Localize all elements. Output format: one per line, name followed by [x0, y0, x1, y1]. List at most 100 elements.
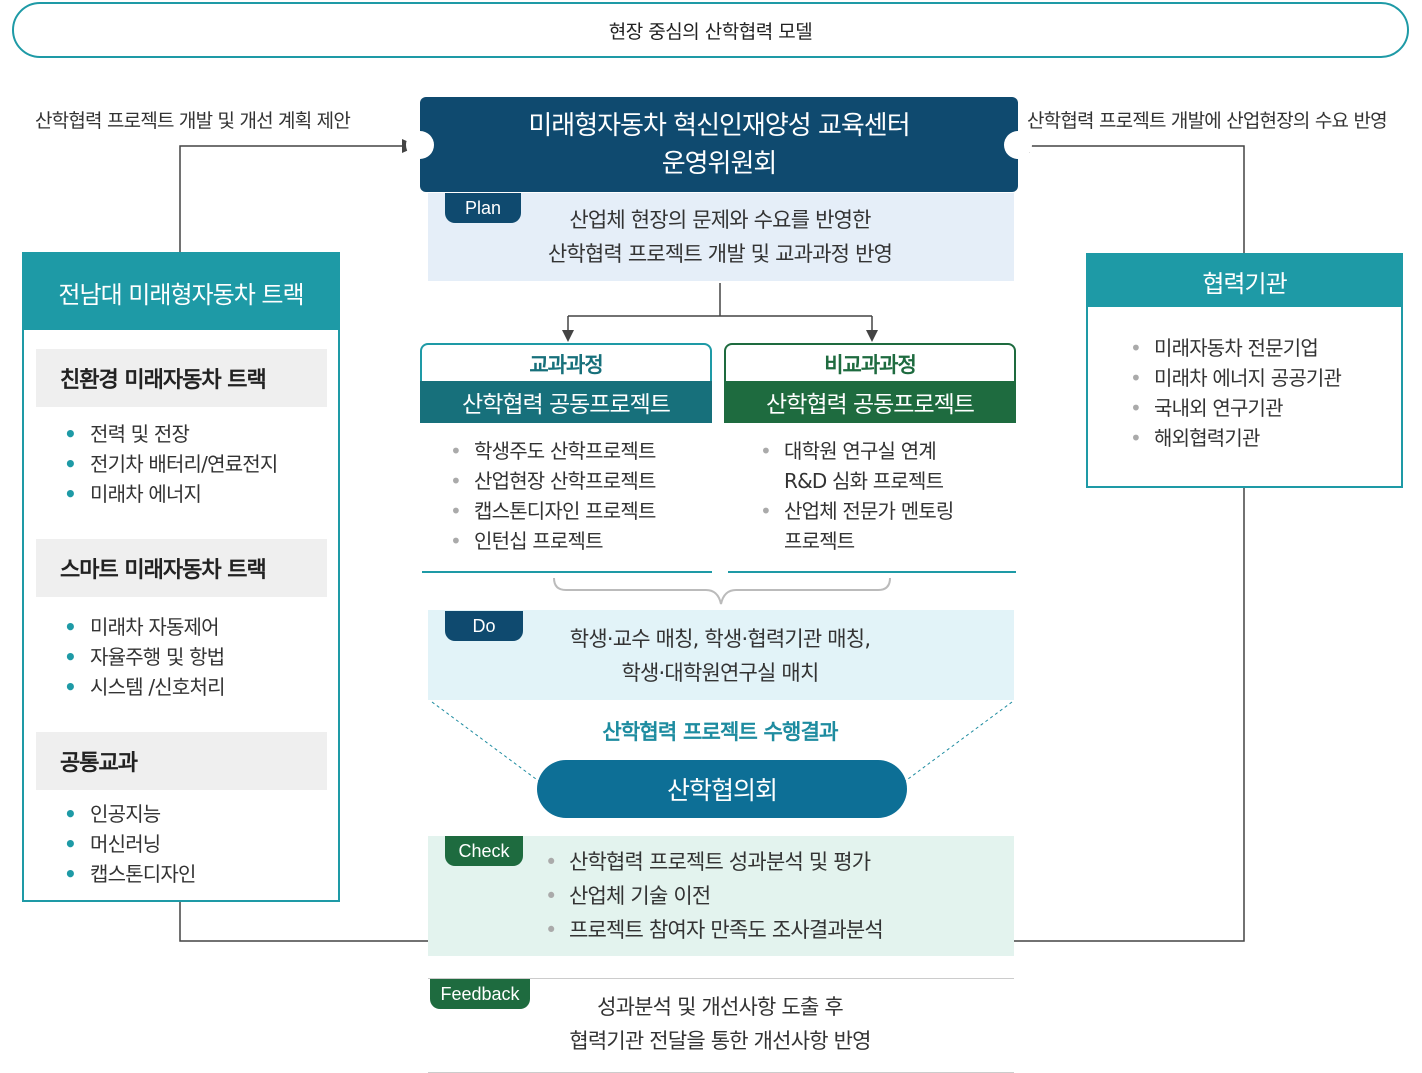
check-list: • 산학협력 프로젝트 성과분석 및 평가 • 산업체 기술 이전 • 프로젝트 참여… — [545, 845, 995, 947]
partner-list: • 미래자동차 전문기업 • 미래차 에너지 공공기관 • 국내외 연구기관 • 해외협… — [1130, 333, 1342, 453]
arrow-to-course-left — [562, 330, 574, 342]
list-item: •전력 및 전장 — [64, 419, 278, 449]
list-item: • 인공지능 — [64, 799, 196, 829]
course-head-extracurricular: 비교과과정 — [724, 343, 1016, 383]
list-item-label: 산업체 기술 이전 — [569, 884, 711, 908]
bullet-icon: • — [64, 422, 77, 446]
list-item: •학생주도 산학프로젝트 — [450, 436, 710, 466]
bullet-icon: • — [545, 850, 557, 874]
committee-right-notch — [1004, 131, 1032, 159]
list-item: • 산업체 기술 이전 — [545, 879, 995, 913]
list-item-label: 미래차 자동제어 — [90, 615, 220, 639]
track-list-smart: • 미래차 자동제어 •자율주행 및 항법 • 시스템 /신호처리 — [64, 612, 226, 702]
funnel-right-dash — [903, 701, 1013, 783]
course-head-curricular: 교과과정 — [420, 343, 712, 383]
plan-line1: 산업체 현장의 문제와 수요를 반영한 — [569, 208, 871, 232]
list-item: • 미래자동차 전문기업 — [1130, 333, 1341, 363]
feedback-line1: 성과분석 및 개선사항 도출 후 — [597, 995, 844, 1019]
list-item: • 대학원 연구실 연계 R&D 심화 프로젝트 — [760, 436, 1010, 496]
do-tag: Do — [445, 611, 523, 641]
plan-section — [428, 193, 1014, 281]
do-line1: 학생·교수 매칭, 학생·협력기관 매칭, — [569, 627, 871, 651]
left-panel-header: 전남대 미래형자동차 트랙 — [24, 254, 338, 330]
course-bar-curricular: 산학협력 공동프로젝트 — [420, 381, 712, 423]
bullet-icon: • — [64, 452, 77, 476]
list-item: •인턴십 프로젝트 — [450, 526, 710, 556]
list-item: • 시스템 /신호처리 — [64, 672, 226, 702]
list-item-label: 해외협력기관 — [1154, 426, 1260, 450]
bullet-icon: • — [1130, 396, 1142, 420]
left-track-panel: 전남대 미래형자동차 트랙 친환경 미래자동차 트랙 •전력 및 전장 •전기차… — [22, 252, 340, 902]
bullet-icon: • — [64, 645, 77, 669]
merge-brace — [553, 577, 891, 605]
list-item-label: R&D 심화 프로젝트 — [784, 469, 944, 493]
list-item-label: 대학원 연구실 연계 — [784, 439, 937, 463]
list-item-label: 시스템 /신호처리 — [90, 675, 226, 699]
list-item-label: 산업현장 산학프로젝트 — [474, 469, 656, 493]
bullet-icon: • — [760, 439, 772, 463]
funnel-left-dash — [431, 701, 541, 783]
left-loop-bottom-line — [179, 902, 428, 942]
committee-line1: 미래형자동차 혁신인재양성 교육센터 — [528, 110, 910, 141]
council-pill: 산학협의회 — [537, 760, 907, 818]
list-item-label: 인공지능 — [90, 802, 161, 826]
partner-panel: 협력기관 • 미래자동차 전문기업 • 미래차 에너지 공공기관 • 국내외 연구기관… — [1086, 253, 1403, 488]
bullet-icon: • — [450, 499, 462, 523]
bullet-icon: • — [450, 469, 462, 493]
plan-text: 산업체 현장의 문제와 수요를 반영한 산학협력 프로젝트 개발 및 교과과정 … — [480, 203, 960, 271]
course-bar-extracurricular: 산학협력 공동프로젝트 — [724, 381, 1016, 423]
list-item-label: 미래자동차 전문기업 — [1154, 336, 1319, 360]
track-head-common: 공통교과 — [36, 732, 327, 790]
committee-box: 미래형자동차 혁신인재양성 교육센터 운영위원회 — [420, 97, 1018, 192]
list-item-label: 캡스톤디자인 — [90, 862, 196, 886]
list-item-label: 국내외 연구기관 — [1154, 396, 1284, 420]
plan-line2: 산학협력 프로젝트 개발 및 교과과정 반영 — [547, 242, 893, 266]
track-list-eco: •전력 및 전장 •전기차 배터리/연료전지 •미래차 에너지 — [64, 419, 278, 509]
do-text: 학생·교수 매칭, 학생·협력기관 매칭, 학생·대학원연구실 매치 — [480, 622, 960, 690]
course-list-curricular: •학생주도 산학프로젝트 • 산업현장 산학프로젝트 •캡스톤디자인 프로젝트 •… — [450, 436, 710, 556]
committee-line2: 운영위원회 — [661, 148, 778, 179]
list-item: •자율주행 및 항법 — [64, 642, 225, 672]
feedback-tag: Feedback — [430, 979, 530, 1009]
list-item: •캡스톤디자인 프로젝트 — [450, 496, 710, 526]
bullet-icon: • — [64, 675, 77, 699]
track-head-smart: 스마트 미래자동차 트랙 — [36, 539, 327, 597]
right-loop-bottom-line — [1014, 488, 1245, 942]
list-item: • 미래차 자동제어 — [64, 612, 225, 642]
check-section — [428, 836, 1014, 956]
bullet-icon: • — [64, 615, 77, 639]
bullet-icon: • — [64, 832, 77, 856]
list-item-label: 머신러닝 — [90, 832, 161, 856]
bullet-icon: • — [760, 499, 772, 523]
do-section — [428, 610, 1014, 700]
bullet-icon: • — [545, 884, 557, 908]
bullet-icon: • — [1130, 366, 1142, 390]
bullet-icon: • — [545, 918, 557, 942]
result-label: 산학협력 프로젝트 수행결과 — [602, 720, 838, 744]
bullet-icon: • — [64, 802, 77, 826]
bullet-icon: • — [1130, 426, 1142, 450]
list-item-label: 산학협력 프로젝트 성과분석 및 평가 — [569, 850, 871, 874]
list-item-label: 미래차 에너지 공공기관 — [1154, 366, 1342, 390]
list-item: • 산업현장 산학프로젝트 — [450, 466, 710, 496]
partner-panel-header: 협력기관 — [1088, 255, 1401, 307]
bullet-icon: • — [450, 529, 462, 553]
list-item: • 프로젝트 참여자 만족도 조사결과분석 — [545, 913, 995, 947]
list-item: • 캡스톤디자인 — [64, 859, 196, 889]
diagram-title: 현장 중심의 산학협력 모델 — [12, 2, 1409, 58]
list-item-label: 프로젝트 참여자 만족도 조사결과분석 — [569, 918, 884, 942]
list-item: • 미래차 에너지 공공기관 — [1130, 363, 1342, 393]
right-caption: 산학협력 프로젝트 개발에 산업현장의 수요 반영 — [1027, 110, 1388, 132]
arrow-to-course-right — [866, 330, 878, 342]
right-loop-top-line — [1014, 145, 1245, 253]
bullet-icon: • — [64, 862, 77, 886]
list-item: •미래차 에너지 — [64, 479, 278, 509]
list-item-label: 산업체 전문가 멘토링 — [784, 499, 954, 523]
committee-left-notch — [406, 131, 434, 159]
check-tag: Check — [445, 836, 523, 866]
bullet-icon: • — [1130, 336, 1142, 360]
feedback-text: 성과분석 및 개선사항 도출 후 협력기관 전달을 통한 개선사항 반영 — [480, 990, 960, 1058]
